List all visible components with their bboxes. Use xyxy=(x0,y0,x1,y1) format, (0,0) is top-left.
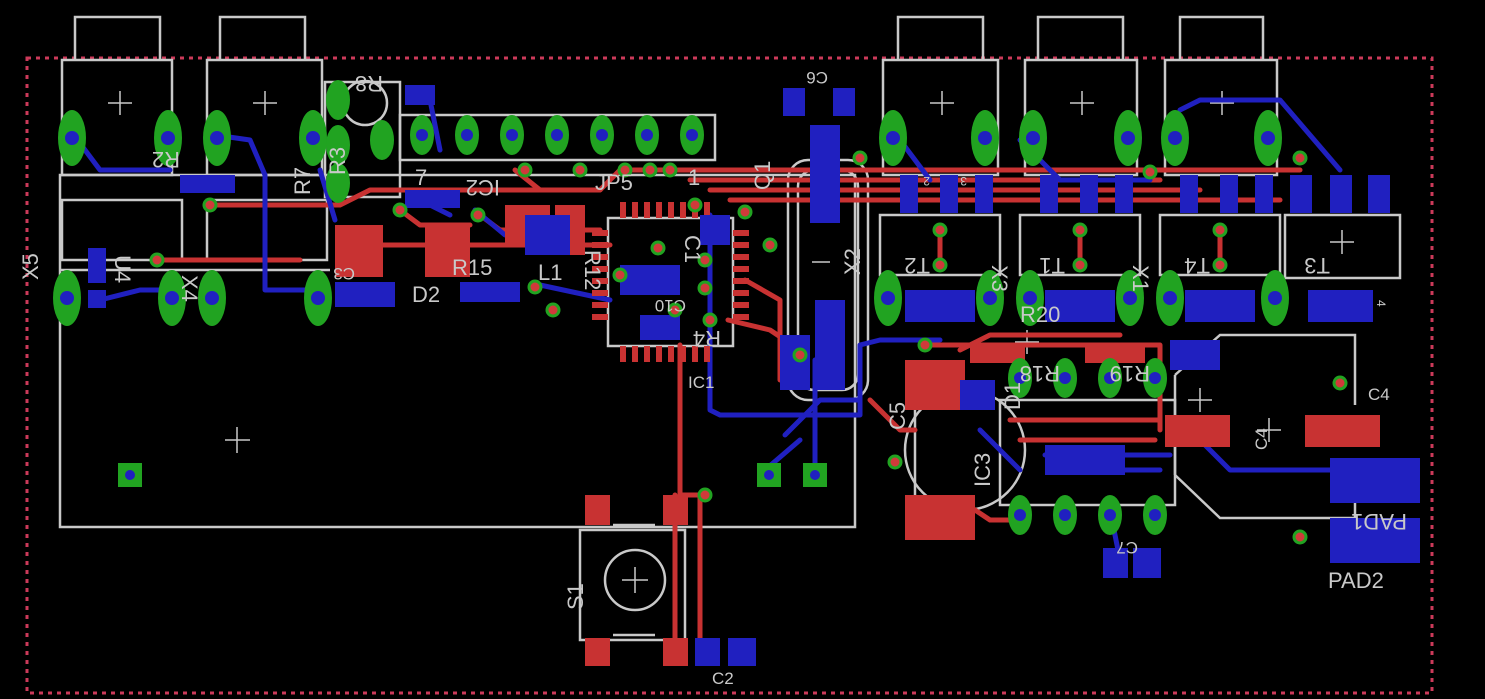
label-d2: D2 xyxy=(412,282,440,307)
label-c1: C1 xyxy=(680,235,705,263)
label-r8: R8 xyxy=(355,71,383,96)
label-t1: T1 xyxy=(1039,253,1065,278)
label-x2: X2 xyxy=(840,248,865,275)
vias xyxy=(149,150,1348,545)
board-outline xyxy=(25,56,1434,695)
label-r4: R4 xyxy=(693,326,721,351)
pad-holes xyxy=(60,129,1282,521)
label-c3: C3 xyxy=(333,264,355,283)
label-jp5-pin1: 1 xyxy=(688,165,700,190)
package-outlines xyxy=(58,15,1402,642)
label-pin-2: 2 xyxy=(923,174,930,188)
label-t2: T2 xyxy=(904,253,930,278)
label-s1: S1 xyxy=(563,583,588,610)
label-ic3: IC3 xyxy=(970,453,995,487)
label-ic2: IC2 xyxy=(466,175,500,200)
center-crosses xyxy=(108,91,1354,593)
label-t4: T4 xyxy=(1184,253,1210,278)
label-r3: R3 xyxy=(325,147,350,175)
label-pin-3: 3 xyxy=(960,174,967,188)
label-x1: X1 xyxy=(1128,265,1153,292)
label-l1: L1 xyxy=(538,260,562,285)
label-c5: C5 xyxy=(885,402,910,430)
label-r19: R19 xyxy=(1110,361,1150,386)
label-jp5: JP5 xyxy=(595,170,633,195)
label-c6: C6 xyxy=(806,68,828,87)
label-x4: X4 xyxy=(177,275,202,302)
label-ic1: IC1 xyxy=(688,373,714,392)
label-jp5-pin7: 7 xyxy=(415,165,427,190)
label-pin-4: 4 xyxy=(1374,300,1388,307)
ic1-pins xyxy=(592,202,749,362)
label-c2: C2 xyxy=(712,669,734,688)
label-x5: X5 xyxy=(18,253,43,280)
label-c4-left: C4 xyxy=(1252,428,1271,450)
label-pad2: PAD2 xyxy=(1328,568,1384,593)
label-c7: C7 xyxy=(1116,538,1138,557)
label-r12: R12 xyxy=(580,250,605,290)
label-pad1: PAD1 xyxy=(1351,509,1407,534)
label-u4: U4 xyxy=(110,255,135,283)
label-c4-right: C4 xyxy=(1368,385,1390,404)
label-q1: Q1 xyxy=(750,161,775,190)
silkscreen-labels: X5 X4 U4 R2 R7 R8 R3 C3 IC2 JP5 7 1 D2 R… xyxy=(18,68,1407,688)
label-c10: C10 xyxy=(655,296,686,315)
label-r7: R7 xyxy=(290,167,315,195)
label-r18: R18 xyxy=(1020,361,1060,386)
label-d1: D1 xyxy=(1000,382,1025,410)
label-r15: R15 xyxy=(452,255,492,280)
label-x3: X3 xyxy=(987,265,1012,292)
label-r20: R20 xyxy=(1020,302,1060,327)
label-t3: T3 xyxy=(1304,253,1330,278)
label-r2: R2 xyxy=(152,147,180,172)
bottom-smd-pads xyxy=(88,85,1420,666)
